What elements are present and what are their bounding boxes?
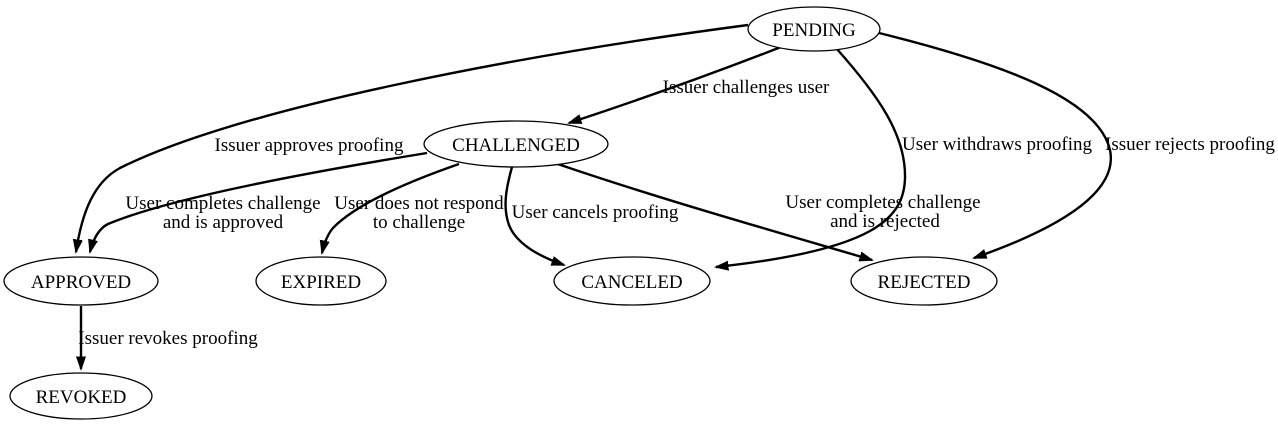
edge-pending-challenged [569, 45, 782, 125]
node-expired-label: EXPIRED [281, 272, 361, 293]
node-expired-ellipse [255, 256, 387, 306]
edge-pending-approved [76, 23, 749, 252]
node-challenged-ellipse [423, 120, 609, 168]
node-canceled: CANCELED [553, 256, 711, 306]
node-challenged-label: CHALLENGED [452, 135, 580, 156]
edge-label-issuer-approves-proofing: Issuer approves proofing [215, 135, 404, 156]
edge-challenged-canceled [504, 166, 564, 267]
node-approved-ellipse [3, 256, 159, 306]
edge-label-user-cancels-proofing: User cancels proofing [512, 202, 679, 223]
edge-pending-canceled [716, 47, 907, 267]
node-approved: APPROVED [3, 256, 159, 306]
edge-challenged-approved [90, 151, 428, 252]
edge-label-user-does-not-respond-line2: to challenge [373, 212, 465, 233]
node-revoked: REVOKED [9, 372, 153, 420]
edge-label-user-completes-challenge-approved-line1: User completes challenge [125, 193, 320, 214]
edge-label-user-completes-challenge-rejected-line2: and is rejected [830, 211, 940, 232]
node-rejected: REJECTED [850, 256, 998, 306]
node-expired: EXPIRED [255, 256, 387, 306]
edge-label-issuer-revokes-proofing: Issuer revokes proofing [78, 328, 258, 349]
node-revoked-label: REVOKED [36, 387, 127, 408]
edge-label-user-completes-challenge-rejected-line1: User completes challenge [785, 192, 980, 213]
node-pending: PENDING [747, 6, 881, 52]
node-rejected-ellipse [850, 256, 998, 306]
edge-label-user-does-not-respond-line1: User does not respond [334, 193, 504, 214]
node-rejected-label: REJECTED [878, 272, 971, 293]
edge-challenged-rejected [548, 159, 872, 260]
edge-label-user-withdraws-proofing: User withdraws proofing [902, 134, 1092, 155]
edge-label-user-completes-challenge-approved-line2: and is approved [163, 212, 284, 233]
node-revoked-ellipse [9, 372, 153, 420]
node-canceled-ellipse [553, 256, 711, 306]
edge-label-issuer-challenges-user: Issuer challenges user [663, 77, 830, 98]
node-challenged: CHALLENGED [423, 120, 609, 168]
edge-challenged-expired [322, 162, 460, 253]
node-approved-label: APPROVED [31, 272, 131, 293]
edge-pending-rejected [878, 31, 1113, 260]
node-pending-label: PENDING [772, 20, 856, 41]
node-canceled-label: CANCELED [581, 272, 682, 293]
node-pending-ellipse [747, 6, 881, 52]
edge-label-issuer-rejects-proofing: Issuer rejects proofing [1105, 134, 1275, 155]
